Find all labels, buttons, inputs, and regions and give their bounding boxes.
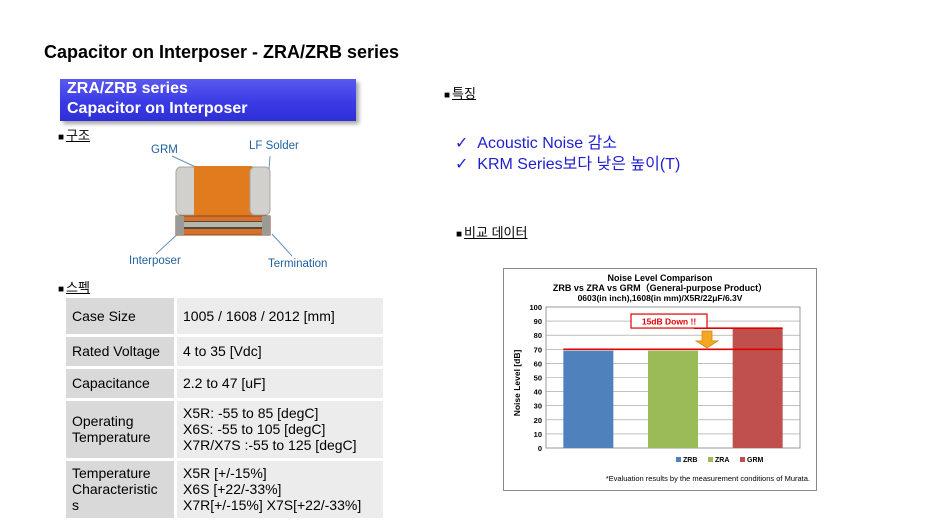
legend-label-zrb: ZRB xyxy=(683,457,697,464)
y-tick-label: 50 xyxy=(534,374,542,383)
page-title: Capacitor on Interposer - ZRA/ZRB series xyxy=(44,42,400,62)
spec-row: Capacitance 2.2 to 47 [uF] xyxy=(66,367,383,401)
y-tick-label: 40 xyxy=(534,388,542,397)
square-bullet-icon: ■ xyxy=(58,284,65,295)
bar-grm xyxy=(732,328,783,448)
label-lf-solder: LF Solder xyxy=(249,140,299,152)
label-termination: Termination xyxy=(268,258,328,270)
feature-item: ✓ Acoustic Noise 감소 xyxy=(455,135,618,152)
y-tick-label: 70 xyxy=(534,345,542,354)
down-arrow-icon xyxy=(694,330,720,349)
label-interposer: Interposer xyxy=(129,255,181,267)
spec-row: Operating Temperature X5R: -55 to 85 [de… xyxy=(66,399,383,461)
y-tick-label: 90 xyxy=(534,317,542,326)
spec-value: 2.2 to 47 [uF] xyxy=(175,367,383,401)
spec-row: Temperature Characteristic s X5R [+/-15%… xyxy=(66,459,383,521)
square-bullet-icon: ■ xyxy=(456,229,463,240)
interposer-solder-layer xyxy=(184,222,262,227)
checkmark-icon: ✓ xyxy=(455,156,469,173)
legend-label-zra: ZRA xyxy=(715,457,729,464)
grm-right-terminal xyxy=(249,166,271,216)
interposer-right-termination xyxy=(262,216,270,235)
banner-line2: Capacitor on Interposer xyxy=(67,100,248,117)
interposer-left-termination xyxy=(176,216,184,235)
legend-swatch-zrb xyxy=(676,457,681,462)
y-tick-label: 0 xyxy=(538,444,542,453)
leader-termination xyxy=(271,233,293,257)
label-grm: GRM xyxy=(151,144,178,156)
chart-title: Noise Level Comparison xyxy=(607,273,712,283)
checkmark-icon: ✓ xyxy=(455,135,469,152)
spec-row: Rated Voltage 4 to 35 [Vdc] xyxy=(66,335,383,369)
spec-value: X5R [+/-15%] X6S [+22/-33%] X7R[+/-15%] … xyxy=(175,459,383,521)
capacitor-structure-diagram xyxy=(155,155,293,257)
y-tick-label: 10 xyxy=(534,430,542,439)
chart-subtitle2: 0603(in inch),1608(in mm)/X5R/22μF/6.3V xyxy=(578,293,743,303)
y-axis-label: Noise Level [dB] xyxy=(512,350,522,417)
square-bullet-icon: ■ xyxy=(58,132,65,143)
series-banner: ZRA/ZRB series Capacitor on Interposer xyxy=(60,79,356,121)
noise-level-chart: Noise Level Comparison ZRB vs ZRA vs GRM… xyxy=(503,268,817,491)
bar-zrb xyxy=(563,350,614,448)
spec-key: Capacitance xyxy=(66,367,177,401)
spec-value: X5R: -55 to 85 [degC] X6S: -55 to 105 [d… xyxy=(175,399,383,461)
y-tick-label: 60 xyxy=(534,359,542,368)
y-tick-label: 100 xyxy=(529,303,542,312)
spec-key: Rated Voltage xyxy=(66,335,177,369)
annotation-box xyxy=(630,313,708,329)
y-tick-label: 30 xyxy=(534,402,542,411)
comparison-section-header: ■비교 데이터 xyxy=(456,225,528,240)
feature-item: ✓ KRM Series보다 낮은 높이(T) xyxy=(455,156,681,173)
spec-key: Temperature Characteristic s xyxy=(66,459,177,521)
chart-subtitle: ZRB vs ZRA vs GRM（General-purpose Produc… xyxy=(553,283,767,293)
chart-canvas: Noise Level Comparison ZRB vs ZRA vs GRM… xyxy=(512,273,810,483)
annotation-text: 15dB Down !! xyxy=(642,317,696,327)
banner-line1: ZRA/ZRB series xyxy=(67,80,188,97)
y-tick-label: 20 xyxy=(534,416,542,425)
spec-value: 1005 / 1608 / 2012 [mm] xyxy=(175,298,383,337)
bar-zra xyxy=(648,350,698,448)
spec-value: 4 to 35 [Vdc] xyxy=(175,335,383,369)
chart-footnote: *Evaluation results by the measurement c… xyxy=(606,474,810,483)
spec-section-header: ■스펙 xyxy=(58,280,90,295)
legend-label-grm: GRM xyxy=(747,457,764,464)
y-tick-label: 80 xyxy=(534,331,542,340)
spec-key: Case Size xyxy=(66,298,177,337)
legend-swatch-zra xyxy=(708,457,713,462)
spec-table: Case Size 1005 / 1608 / 2012 [mm] Rated … xyxy=(66,298,383,521)
spec-key: Operating Temperature xyxy=(66,399,177,461)
grm-ceramic-body xyxy=(194,166,252,216)
spec-row: Case Size 1005 / 1608 / 2012 [mm] xyxy=(66,298,383,337)
square-bullet-icon: ■ xyxy=(444,90,451,101)
legend-swatch-grm xyxy=(740,457,745,462)
features-section-header: ■특징 xyxy=(444,86,476,101)
structure-section-header: ■구조 xyxy=(58,128,90,143)
